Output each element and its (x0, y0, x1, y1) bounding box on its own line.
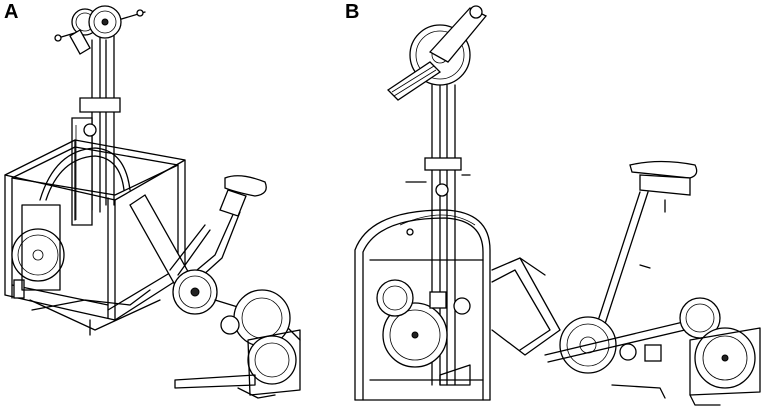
vertical-mast-b (405, 84, 471, 386)
shroud-b (491, 257, 561, 356)
bike-frame-a (129, 175, 301, 399)
top-crank-assembly-b (386, 5, 488, 101)
isometric-view-a (4, 5, 301, 399)
side-view-b (354, 5, 761, 406)
panel-label-b: B (345, 1, 360, 23)
bike-frame-b (544, 160, 761, 406)
flywheel-a (11, 147, 151, 311)
flywheel-b (376, 279, 471, 386)
arch-frame-b (354, 209, 491, 401)
top-crank-assembly-a (54, 5, 146, 55)
cube-frame-a (4, 139, 186, 336)
panel-label-a: A (4, 1, 19, 23)
vertical-mast-a (71, 35, 121, 226)
